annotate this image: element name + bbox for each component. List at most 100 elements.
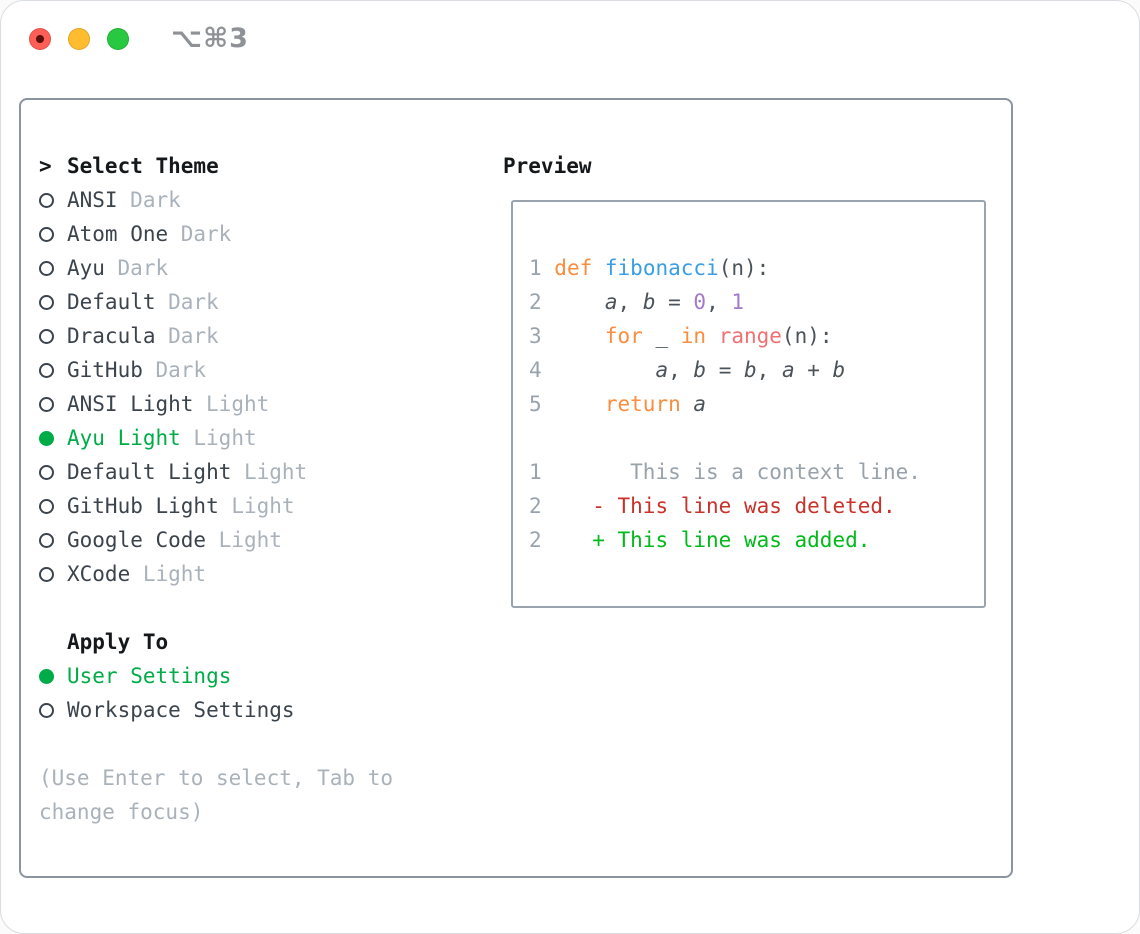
theme-variant: Dark	[155, 358, 207, 382]
code-token	[554, 324, 605, 348]
code-token: fibonacci	[604, 256, 719, 280]
radio-icon	[39, 294, 54, 310]
cursor-marker: >	[39, 154, 67, 178]
code-token: b	[642, 290, 656, 314]
theme-name: XCode	[67, 562, 131, 586]
code-token: for	[604, 324, 643, 348]
theme-variant: Dark	[168, 324, 219, 348]
radio-cell	[39, 396, 67, 412]
code-token: =	[706, 358, 744, 382]
theme-list-title: Select Theme	[67, 154, 219, 178]
line-number: 4	[529, 358, 555, 382]
radio-cell	[39, 260, 67, 276]
radio-cell	[39, 192, 67, 208]
theme-item[interactable]: Dracula Dark	[39, 319, 393, 353]
radio-icon	[39, 396, 54, 412]
code-token	[592, 256, 605, 280]
theme-name: Dracula	[67, 324, 156, 348]
zoom-button[interactable]	[107, 28, 129, 50]
theme-item[interactable]: Ayu Light Light	[39, 421, 393, 455]
code-token: (n):	[781, 324, 833, 348]
code-token: (n):	[718, 256, 770, 280]
radio-icon	[39, 498, 54, 514]
theme-list-header: > Select Theme	[39, 149, 393, 183]
code-line	[529, 421, 984, 455]
theme-variant: Light	[243, 460, 308, 484]
code-token	[681, 392, 694, 416]
theme-variant: Light	[218, 528, 282, 552]
radio-icon	[39, 532, 54, 548]
code-token: ,	[706, 290, 732, 314]
theme-name: Ayu	[67, 256, 105, 280]
code-line: 2 a, b = 0, 1	[529, 285, 984, 319]
code-token: a	[693, 392, 707, 416]
radio-cell	[39, 498, 67, 514]
code-token: ,	[617, 290, 643, 314]
apply-to-title: Apply To	[67, 630, 169, 654]
radio-cell	[39, 668, 67, 684]
code-token: b	[693, 358, 707, 382]
radio-icon	[39, 328, 54, 344]
apply-to-option[interactable]: User Settings	[39, 659, 393, 693]
radio-selected-icon	[39, 430, 54, 446]
theme-name: Google Code	[67, 528, 207, 552]
code-token: def	[554, 256, 593, 280]
option-name: User Settings	[67, 664, 232, 688]
minimize-button[interactable]	[68, 28, 90, 50]
code-token	[554, 392, 605, 416]
radio-icon	[39, 702, 54, 718]
help-text: (Use Enter to select, Tab to	[39, 766, 394, 790]
gap	[39, 727, 393, 761]
theme-variant: Dark	[130, 188, 181, 212]
code-line: 1 This is a context line.	[529, 455, 984, 489]
theme-name: GitHub Light	[67, 494, 219, 518]
theme-name: ANSI Light	[67, 392, 194, 416]
line-number: 1	[529, 460, 555, 484]
theme-name: Ayu Light	[67, 426, 181, 450]
radio-icon	[39, 464, 54, 480]
code-token: ,	[756, 358, 782, 382]
radio-icon	[39, 192, 54, 208]
code-token: a	[781, 358, 795, 382]
preview-title: Preview	[503, 154, 592, 178]
theme-item[interactable]: GitHub Dark	[39, 353, 393, 387]
code-token: 0	[693, 290, 707, 314]
theme-item[interactable]: ANSI Dark	[39, 183, 393, 217]
radio-cell	[39, 294, 67, 310]
radio-cell	[39, 328, 67, 344]
code-line: 5 return a	[529, 387, 984, 421]
window-title: ⌥⌘3	[171, 23, 249, 54]
code-line: 1 def fibonacci(n):	[529, 251, 984, 285]
code-token: b	[832, 358, 846, 382]
close-button[interactable]	[29, 28, 51, 50]
theme-item[interactable]: Google Code Light	[39, 523, 393, 557]
theme-name: Default	[67, 290, 156, 314]
theme-variant: Light	[193, 426, 257, 450]
radio-cell	[39, 702, 67, 718]
code-token: return	[604, 392, 681, 416]
line-number: 5	[529, 392, 555, 416]
unsaved-dot-icon	[36, 35, 44, 43]
theme-name: GitHub	[67, 358, 143, 382]
titlebar	[29, 28, 129, 50]
radio-cell	[39, 464, 67, 480]
apply-to-option[interactable]: Workspace Settings	[39, 693, 393, 727]
option-name: Workspace Settings	[67, 698, 295, 722]
chevron-icon: >	[39, 154, 52, 178]
theme-name: ANSI	[67, 188, 118, 212]
theme-name: Atom One	[67, 222, 169, 246]
radio-icon	[39, 226, 54, 242]
radio-icon	[39, 566, 54, 582]
code-token: =	[655, 290, 694, 314]
code-token: +	[794, 358, 833, 382]
code-token	[554, 290, 605, 314]
radio-icon	[39, 260, 54, 276]
